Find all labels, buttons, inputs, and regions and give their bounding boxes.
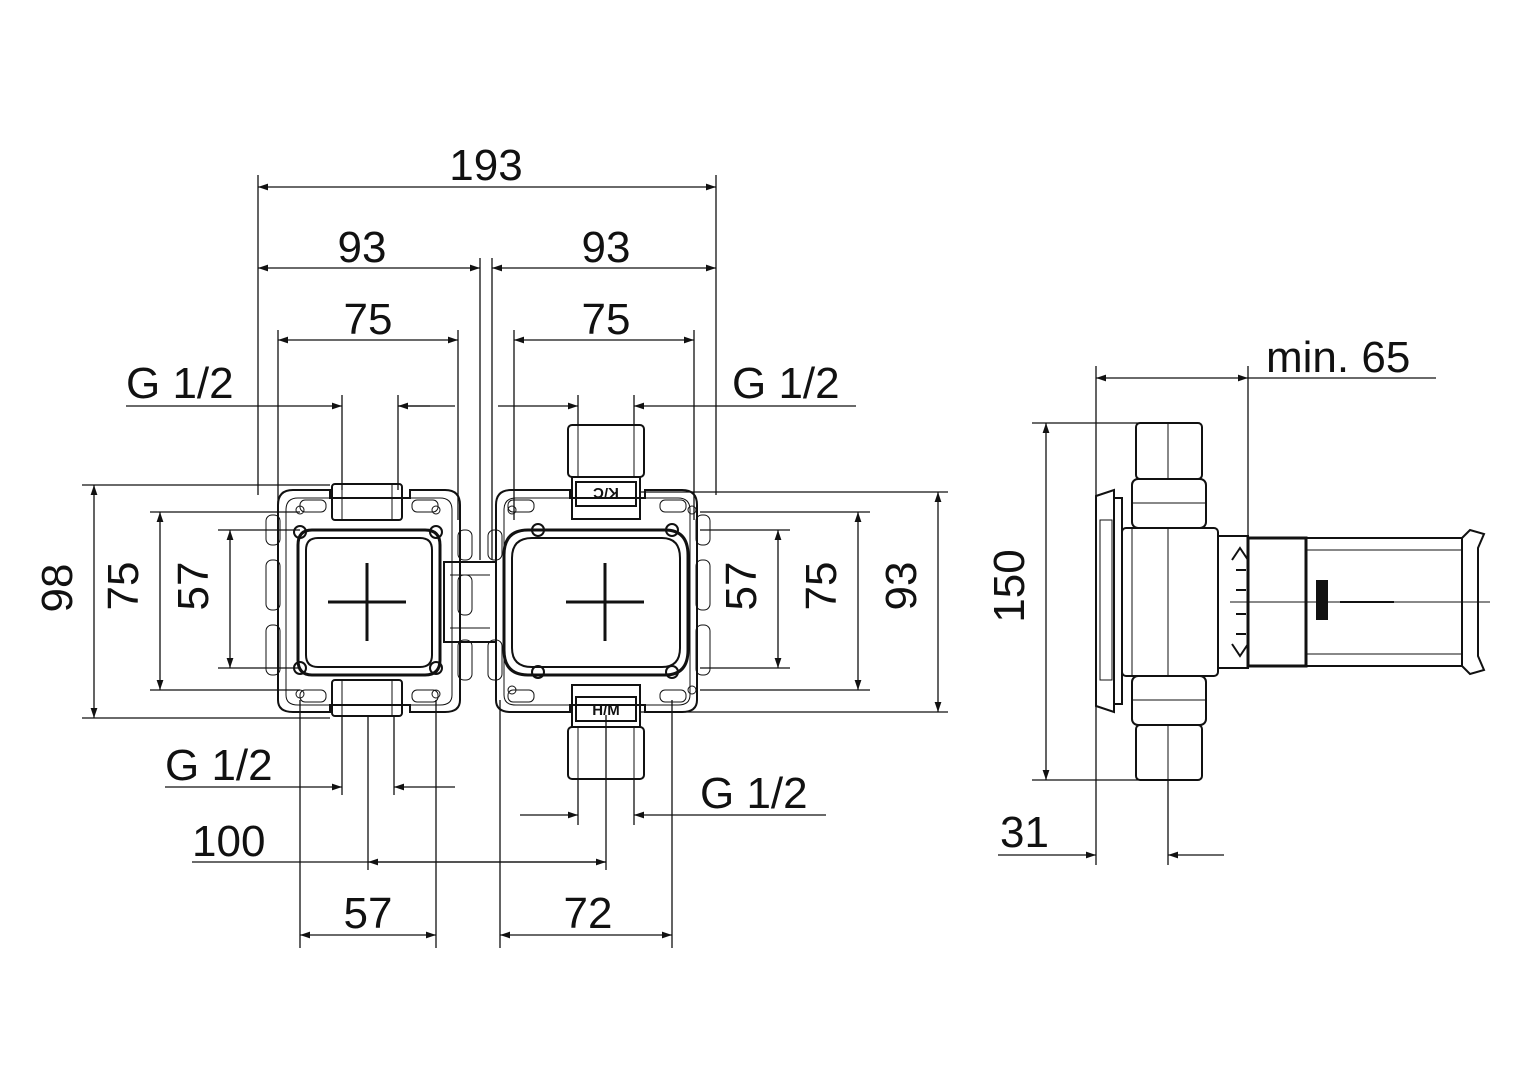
dim-side-height: 150 <box>985 549 1034 622</box>
dim-side-offset: 31 <box>1000 808 1049 857</box>
dim-height-left-frame: 75 <box>99 562 148 611</box>
dim-height-left-inner: 57 <box>169 562 218 611</box>
dim-half-width-right: 93 <box>582 223 631 272</box>
dim-height-right-frame: 75 <box>797 562 846 611</box>
dim-frame-width-right: 75 <box>582 295 631 344</box>
dim-thread-top-right: G 1/2 <box>732 359 840 408</box>
side-view-extension-lines <box>1032 366 1249 865</box>
side-view-body <box>1095 422 1490 781</box>
dim-frame-width-left: 75 <box>344 295 393 344</box>
dim-bottom-left: 57 <box>344 889 393 938</box>
hot-label: H/M <box>592 702 620 719</box>
dim-height-left-outer: 98 <box>33 564 82 613</box>
right-valve-body <box>487 424 711 780</box>
dim-thread-bottom-left: G 1/2 <box>165 741 273 790</box>
dim-thread-bottom-right: G 1/2 <box>700 769 808 818</box>
cold-label: K/C <box>593 484 619 501</box>
dimension-lines <box>90 183 942 939</box>
dim-side-min-depth: min. 65 <box>1266 333 1410 382</box>
dim-bottom-right: 72 <box>564 889 613 938</box>
dim-height-right-outer: 93 <box>877 562 926 611</box>
dim-thread-top-left: G 1/2 <box>126 359 234 408</box>
left-valve-body <box>265 483 473 717</box>
dim-half-width-left: 93 <box>338 223 387 272</box>
dim-height-right-inner: 57 <box>717 562 766 611</box>
side-view-dimension-lines <box>998 374 1436 859</box>
dim-axis-spacing: 100 <box>192 817 265 866</box>
dim-overall-width: 193 <box>449 141 522 190</box>
